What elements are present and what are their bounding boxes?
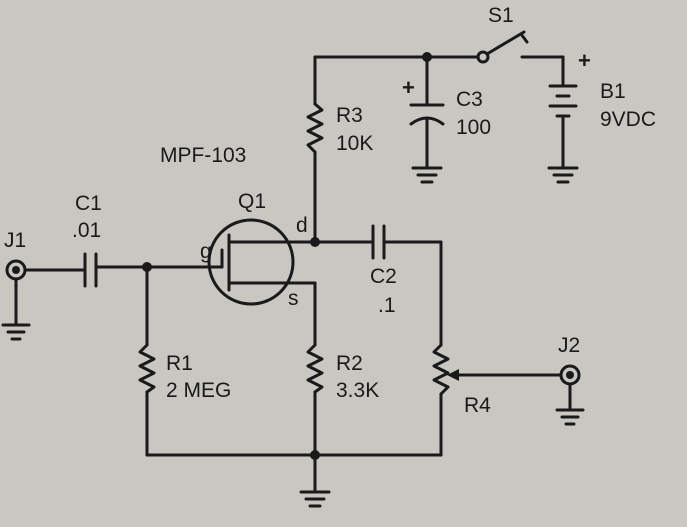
c2-value: .1 bbox=[378, 294, 396, 317]
c3-polarity: + bbox=[402, 75, 415, 100]
j2-label: J2 bbox=[558, 334, 580, 357]
b1-value: 9VDC bbox=[600, 108, 656, 131]
c1-label: C1 bbox=[75, 192, 102, 215]
b1-polarity: + bbox=[578, 48, 591, 73]
r4-label: R4 bbox=[464, 394, 491, 417]
c1-value: .01 bbox=[72, 219, 101, 242]
source-label: s bbox=[288, 287, 299, 310]
potentiometer-r4 bbox=[432, 343, 450, 396]
transistor-part: MPF-103 bbox=[160, 144, 246, 167]
resistor-r1 bbox=[138, 343, 156, 394]
c3-label: C3 bbox=[456, 88, 483, 111]
j1-label: J1 bbox=[4, 229, 26, 252]
q1-label: Q1 bbox=[238, 190, 266, 213]
ground-symbol bbox=[299, 453, 331, 508]
r3-value: 10K bbox=[336, 132, 373, 155]
r1-label: R1 bbox=[166, 352, 193, 375]
r1-value: 2 MEG bbox=[166, 379, 231, 402]
battery-b1 bbox=[547, 55, 579, 184]
s1-label: S1 bbox=[488, 4, 514, 27]
switch-s1 bbox=[476, 30, 565, 64]
capacitor-c1 bbox=[83, 252, 98, 288]
r2-label: R2 bbox=[336, 352, 363, 375]
c2-label: C2 bbox=[370, 265, 397, 288]
jack-j1 bbox=[1, 259, 31, 341]
resistor-r2 bbox=[306, 343, 324, 394]
drain-label: d bbox=[296, 214, 308, 237]
r3-label: R3 bbox=[336, 104, 363, 127]
c3-value: 100 bbox=[456, 116, 491, 139]
gate-label: g bbox=[200, 240, 212, 263]
potentiometer-wiper bbox=[447, 369, 562, 381]
b1-label: B1 bbox=[600, 80, 626, 103]
transistor-q1 bbox=[207, 218, 317, 306]
jack-j2 bbox=[555, 364, 585, 426]
resistor-r3 bbox=[306, 102, 324, 154]
capacitor-c3 bbox=[409, 55, 445, 184]
r2-value: 3.3K bbox=[336, 379, 379, 402]
capacitor-c2 bbox=[371, 224, 386, 260]
